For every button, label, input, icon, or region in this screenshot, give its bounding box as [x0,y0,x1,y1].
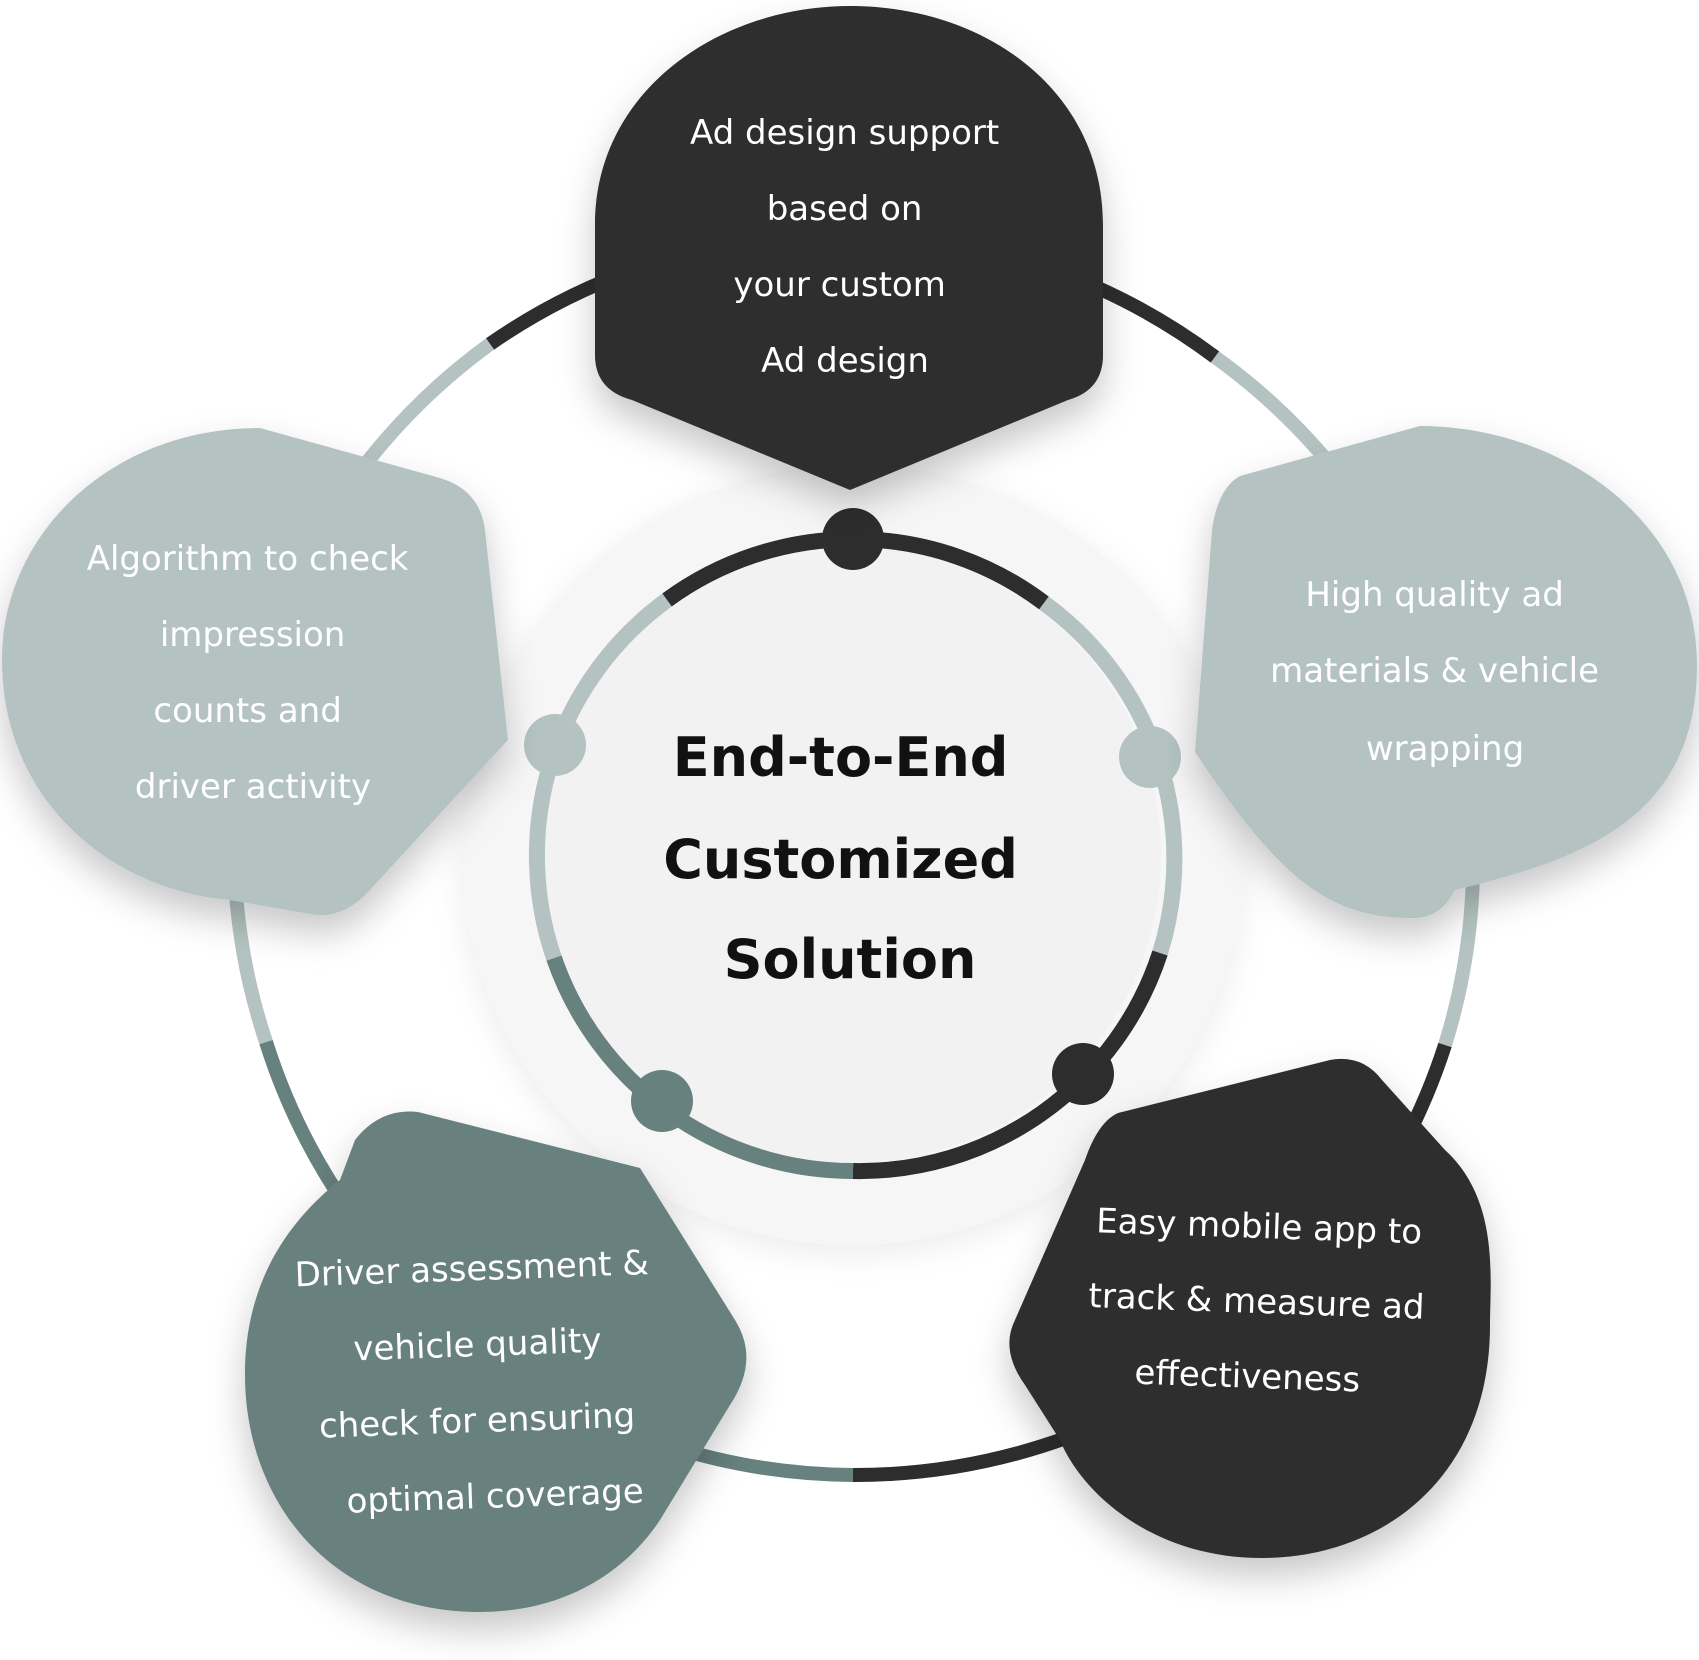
petal-right-text: High quality ad materials & vehicle wrap… [1270,575,1610,769]
petal-left [2,428,508,916]
petal-left-line-3: counts and [153,691,341,731]
petal-top-shape [595,6,1103,490]
petal-bottom-right [1009,1058,1491,1558]
petal-left-text: Algorithm to check impression counts and… [87,539,420,807]
inner-ring-dots [524,508,1181,1132]
petal-top-line-1: Ad design support [690,113,999,153]
center-title-line-1: End-to-End [673,726,1009,789]
petal-bottom-left-line-2: vehicle quality [353,1321,602,1370]
petal-left-line-2: impression [160,615,346,655]
petal-bottom-left [245,1111,747,1612]
inner-dot-top [822,508,884,570]
center-disc [545,547,1161,1163]
center-title-line-2: Customized [663,828,1018,891]
petal-right [1195,426,1697,919]
petal-top-line-4: Ad design [761,341,929,381]
inner-dot-left [524,714,586,776]
petal-left-line-4: driver activity [135,767,371,807]
petal-top-text: Ad design support based on your custom A… [690,113,1010,381]
petal-right-line-1: High quality ad [1305,575,1564,615]
inner-ring-arc-dark-bottom-right [852,950,1168,1180]
inner-dot-bottom-right [1052,1043,1114,1105]
center-title: End-to-End Customized Solution [663,726,1036,991]
petal-right-line-2: materials & vehicle [1270,651,1599,691]
inner-dot-bottom-left [631,1070,693,1132]
petal-top-line-3: your custom [733,265,945,305]
petal-top-line-2: based on [767,189,923,229]
petal-top [595,6,1103,490]
petal-right-shape [1195,426,1697,919]
center-title-line-3: Solution [724,928,977,991]
petal-left-shape [2,428,508,916]
petal-bottom-left-shape [245,1111,747,1612]
petal-bottom-right-shape [1009,1058,1491,1558]
petal-bottom-right-line-3: effectiveness [1134,1353,1361,1401]
petal-left-line-1: Algorithm to check [87,539,409,579]
petal-right-line-3: wrapping [1366,729,1524,769]
inner-dot-right [1119,726,1181,788]
